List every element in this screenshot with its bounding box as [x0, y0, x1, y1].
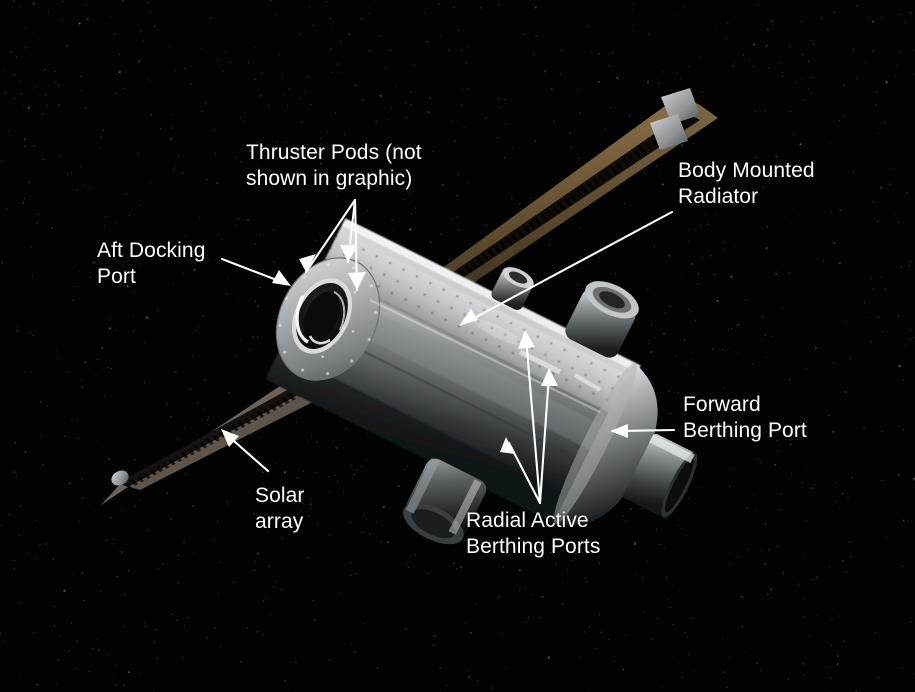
arrow-forward-berthing-port [610, 424, 676, 438]
aft-bulkhead-disc [275, 257, 381, 381]
aft-docking-port-ring [291, 278, 353, 354]
radial-berthing-port-lower [403, 457, 487, 545]
forward-berthing-port-cylinder [623, 433, 698, 518]
solar-array-lower [101, 355, 350, 507]
arrow-radial-berthing-ports [500, 330, 558, 505]
radial-berthing-port-upper [565, 281, 639, 358]
arrow-solar-array [221, 429, 270, 473]
arrow-aft-docking-port [220, 257, 291, 286]
arrow-thruster-pods [299, 198, 366, 292]
callout-arrows [220, 198, 676, 505]
solar-array-upper [389, 88, 718, 332]
arrow-body-mounted-radiator [459, 210, 674, 326]
radial-berthing-port-upper-secondary [491, 267, 534, 310]
